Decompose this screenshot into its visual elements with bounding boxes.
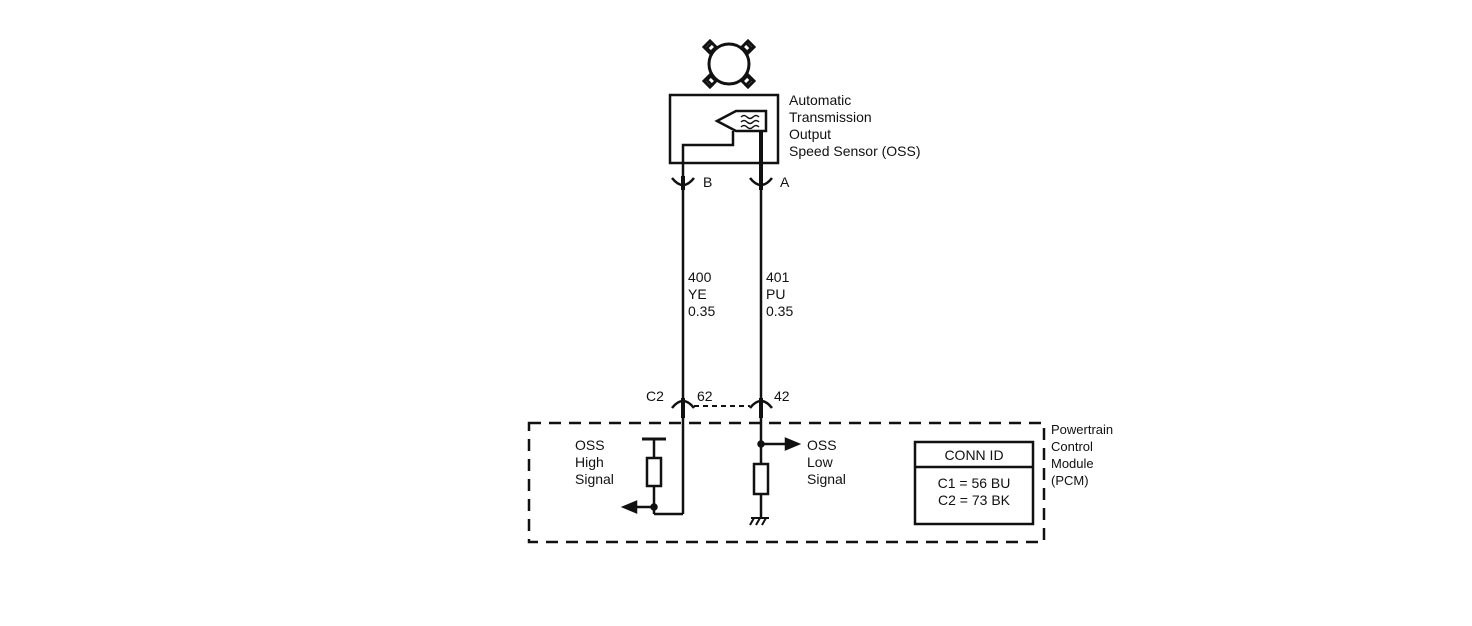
pcm-label-line-3: Module [1051,456,1094,471]
pcm-label-line-1: Powertrain [1051,422,1113,437]
sensor-label-line-3: Output [789,126,831,142]
wire-401-gauge: 0.35 [766,303,793,319]
wire-400-circuit: 400 [688,269,712,285]
ground-icon [749,517,769,526]
gear-sensor-icon [701,38,757,90]
conn-id-table: CONN ID C1 = 56 BU C2 = 73 BK [913,440,1035,526]
pin-62-label: 62 [697,388,713,404]
sensor-terminal-b [671,176,695,190]
high-signal-label: OSS High Signal [575,437,614,487]
low-signal-label-line-2: Low [807,454,834,470]
conn-id-row-c2: C2 = 73 BK [938,492,1011,508]
oss-sensor-box [668,93,780,165]
terminal-b-label: B [703,174,712,190]
conn-id-row-c1: C1 = 56 BU [938,475,1011,491]
connector-c2-label: C2 [646,388,664,404]
wire-401-circuit: 401 [766,269,790,285]
wire-401-label: 401 PU 0.35 [766,269,793,319]
low-signal-label-line-1: OSS [807,437,837,453]
pcm-terminal-42 [749,398,773,418]
low-signal-label: OSS Low Signal [807,437,846,487]
sensor-label-line-1: Automatic [789,92,851,108]
wire-400-color: YE [688,286,707,302]
pcm-label-line-2: Control [1051,439,1093,454]
wire-401-color: PU [766,286,785,302]
sensor-terminal-a [749,176,773,190]
wire-400-gauge: 0.35 [688,303,715,319]
sensor-element-icon [681,109,768,178]
low-signal-circuit [752,418,802,518]
sensor-label-line-2: Transmission [789,109,872,125]
pin-42-label: 42 [774,388,790,404]
pcm-label-line-4: (PCM) [1051,473,1089,488]
pcm-terminal-62 [671,398,695,418]
pcm-boundary [527,421,1046,544]
high-signal-circuit [620,418,685,516]
terminal-a-label: A [780,174,790,190]
high-signal-label-line-3: Signal [575,471,614,487]
wire-400-label: 400 YE 0.35 [688,269,715,319]
pcm-label: Powertrain Control Module (PCM) [1051,422,1113,488]
low-signal-label-line-3: Signal [807,471,846,487]
high-signal-label-line-1: OSS [575,437,605,453]
sensor-label: Automatic Transmission Output Speed Sens… [789,92,921,159]
conn-id-header: CONN ID [944,447,1003,463]
high-signal-label-line-2: High [575,454,604,470]
sensor-label-line-4: Speed Sensor (OSS) [789,143,921,159]
